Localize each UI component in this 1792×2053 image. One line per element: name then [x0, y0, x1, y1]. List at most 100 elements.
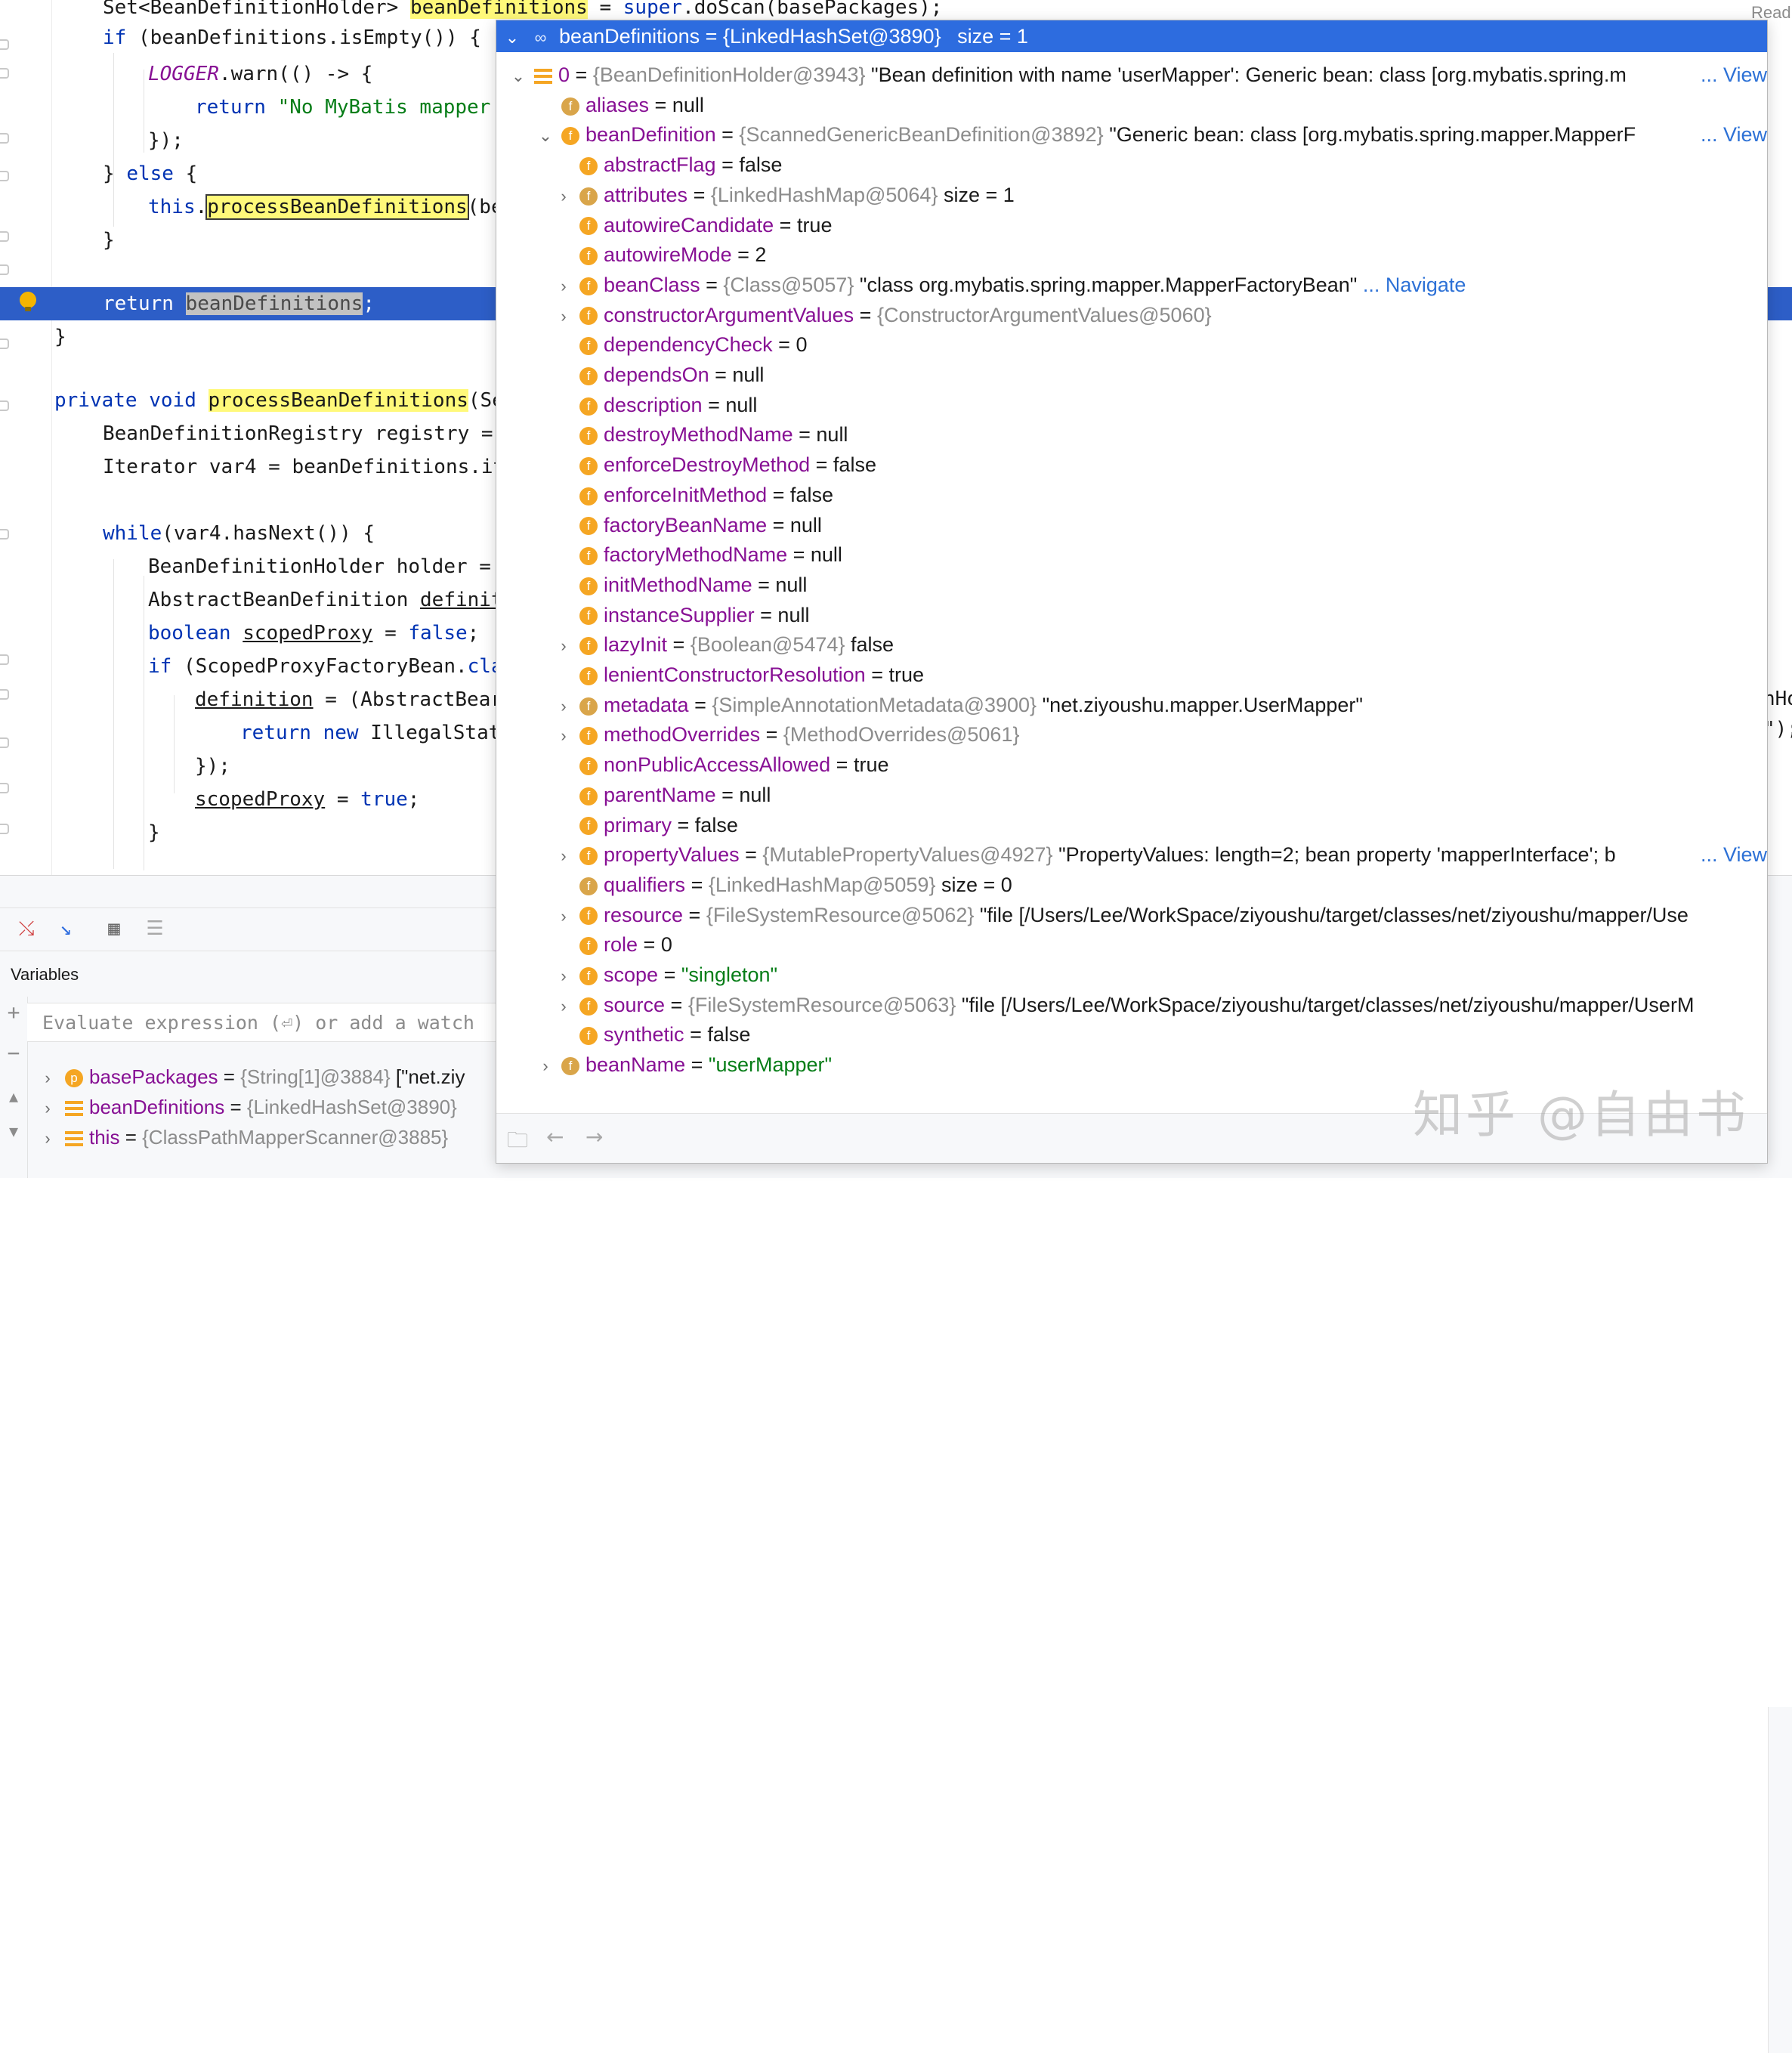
folder-icon[interactable]: 🗀 [507, 1127, 529, 1152]
chevron-down-icon[interactable]: ⌄ [538, 126, 553, 146]
fold-marker-icon[interactable] [0, 231, 9, 242]
lightbulb-icon[interactable] [20, 292, 36, 311]
fold-marker-icon[interactable] [0, 529, 9, 540]
chevron-right-icon[interactable]: › [561, 966, 567, 985]
settings-list-icon[interactable]: ☰ [146, 917, 164, 940]
chevron-right-icon[interactable]: › [561, 636, 567, 656]
chevron-down-icon[interactable]: ⌄ [505, 28, 520, 47]
code-token: if [148, 655, 172, 678]
move-down-icon[interactable]: ▼ [8, 1122, 19, 1140]
chevron-right-icon[interactable]: › [542, 1056, 548, 1076]
chevron-right-icon[interactable]: › [45, 1068, 51, 1087]
fold-marker-icon[interactable] [0, 68, 9, 79]
back-arrow-icon[interactable]: ← [546, 1124, 564, 1149]
chevron-right-icon[interactable]: › [561, 726, 567, 746]
variable-row[interactable]: ›beanDefinitions = {LinkedHashSet@3890} [27, 1092, 457, 1122]
view-link[interactable]: ... View [1698, 60, 1767, 90]
fold-marker-icon[interactable] [0, 400, 9, 411]
evaluate-expression-row[interactable] [27, 1003, 499, 1042]
add-watch-icon[interactable]: + [7, 1000, 20, 1025]
field-name: role [604, 933, 638, 957]
inspect-popup[interactable]: ⌄ ∞ beanDefinitions = {LinkedHashSet@389… [496, 20, 1768, 1164]
chevron-right-icon[interactable]: › [561, 306, 567, 326]
chevron-right-icon[interactable]: › [561, 906, 567, 926]
step-into-icon[interactable]: ↘ [60, 917, 72, 940]
fold-marker-icon[interactable] [0, 654, 9, 665]
popup-header-row[interactable]: ⌄ ∞ beanDefinitions = {LinkedHashSet@389… [496, 20, 1767, 52]
variable-row[interactable]: ›this = {ClassPathMapperScanner@3885} [27, 1122, 448, 1152]
field-eq: = [638, 933, 661, 957]
evaluate-expression-input[interactable] [41, 1003, 497, 1041]
fold-marker-icon[interactable] [0, 339, 9, 349]
chevron-right-icon[interactable]: › [561, 846, 567, 866]
field-name: autowireCandidate [604, 213, 774, 237]
table-view-icon[interactable]: ▦ [108, 917, 120, 940]
fold-marker-icon[interactable] [0, 824, 9, 834]
fold-marker-icon[interactable] [0, 783, 9, 793]
field-name: propertyValues [604, 843, 740, 867]
fold-marker-icon[interactable] [0, 737, 9, 748]
forward-arrow-icon[interactable]: → [585, 1124, 604, 1149]
chevron-right-icon[interactable]: › [561, 186, 567, 206]
code-line: private void processBeanDefinitions(Se [54, 384, 504, 417]
chevron-right-icon[interactable]: › [561, 276, 567, 295]
code-line: boolean scopedProxy = false; [148, 617, 479, 650]
restore-layout-icon[interactable]: ⤯ [18, 917, 35, 940]
tree-row[interactable]: ⌄0 = {BeanDefinitionHolder@3943} "Bean d… [508, 60, 1767, 90]
move-up-icon[interactable]: ▲ [8, 1087, 19, 1105]
fold-marker-icon[interactable] [0, 39, 9, 50]
chevron-right-icon[interactable]: › [45, 1099, 51, 1118]
view-link[interactable]: ... View [1698, 839, 1767, 870]
remove-watch-icon[interactable]: − [7, 1040, 20, 1065]
view-link[interactable]: ... View [1698, 119, 1767, 150]
chevron-right-icon[interactable]: › [45, 1129, 51, 1148]
chevron-down-icon[interactable]: ⌄ [511, 66, 526, 85]
fold-marker-icon[interactable] [0, 133, 9, 144]
field-icon: f [579, 607, 598, 626]
view-link[interactable]: ... Navigate [1357, 273, 1466, 296]
editor-gutter[interactable] [0, 0, 52, 875]
chevron-right-icon[interactable]: › [561, 696, 567, 716]
code-token: LOGGER [148, 63, 219, 85]
chevron-right-icon[interactable]: › [561, 996, 567, 1016]
indent-guide [174, 695, 175, 793]
fold-marker-icon[interactable] [0, 689, 9, 700]
right-scrollbar[interactable] [1768, 1707, 1792, 2053]
fold-marker-icon[interactable] [0, 264, 9, 275]
fold-marker-icon[interactable] [0, 171, 9, 181]
